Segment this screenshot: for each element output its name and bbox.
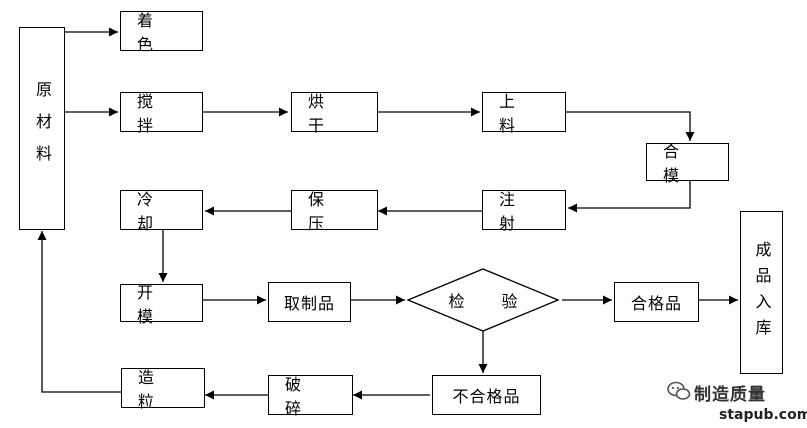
node-coloring: 着 色: [120, 11, 203, 54]
node-raw-material: 原材料: [19, 27, 65, 230]
node-crushing: 破 碎: [268, 375, 353, 418]
node-unqualified: 不合格品: [432, 375, 541, 415]
inspection-diamond: [406, 268, 560, 332]
node-qualified: 合格品: [614, 282, 699, 322]
arrow-pelletizing-to-raw: [37, 231, 121, 393]
node-drying: 烘 干: [291, 92, 378, 135]
node-mold-opening: 开 模: [120, 283, 203, 326]
watermark-url: stapub.com: [719, 407, 807, 423]
wechat-icon: [667, 381, 691, 400]
node-injection: 注 射: [482, 190, 566, 233]
node-pelletizing: 造 粒: [121, 368, 205, 411]
arrow-loading-to-mold-closing: [566, 111, 695, 141]
node-pressure-holding: 保 压: [291, 190, 378, 233]
node-mold-closing: 合 模: [646, 142, 729, 185]
node-part-removal: 取制品: [268, 282, 351, 322]
node-warehousing: 成品入库: [740, 211, 783, 374]
node-loading: 上 料: [482, 92, 566, 135]
watermark-brand: 制造质量: [694, 385, 766, 405]
node-mixing: 搅 拌: [120, 92, 203, 135]
node-inspection-label: 检 验: [448, 292, 534, 311]
arrow-mold-closing-to-injection: [568, 181, 691, 213]
node-cooling: 冷 却: [120, 190, 203, 233]
